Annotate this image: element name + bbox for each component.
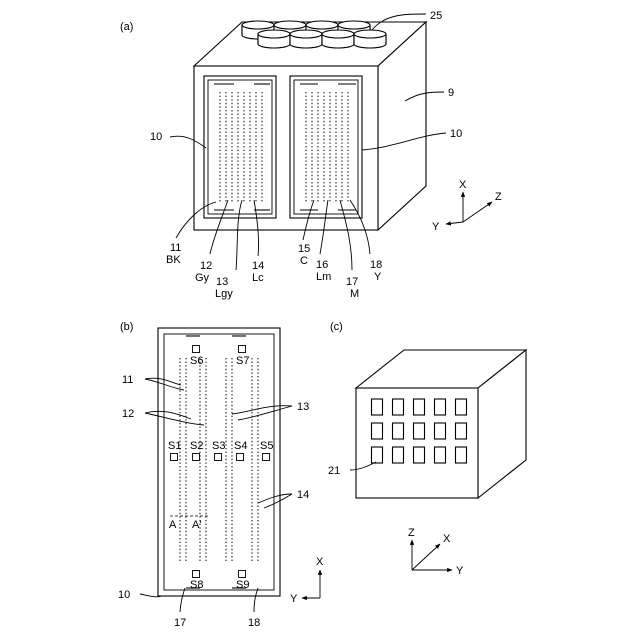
grid-cell-r2-c3	[414, 423, 425, 439]
panel-b: (b) S6S7S1S2S3S4S5S8S9 A A' 11 12 13 14 …	[118, 321, 324, 629]
axes-c: Z Y X	[408, 527, 464, 577]
ref-18: 18	[370, 259, 382, 271]
label-m: M	[350, 288, 359, 300]
ref-10-left: 10	[150, 131, 162, 143]
ref-12: 12	[200, 260, 212, 272]
grid-cell-r3-c4	[435, 447, 446, 463]
label-lm: Lm	[316, 271, 331, 283]
sensor-s9-label: S9	[236, 579, 249, 591]
panel-a: (a) 25	[120, 10, 502, 300]
label-a: A	[169, 519, 177, 531]
label-lc: Lc	[252, 272, 264, 284]
label-c: C	[300, 255, 308, 267]
sensor-s4: S4	[234, 440, 247, 461]
sensor-s5: S5	[260, 440, 273, 461]
sensor-s9-box	[239, 571, 246, 578]
sensor-s1-label: S1	[168, 440, 181, 452]
ref-21: 21	[328, 465, 340, 477]
grid-cell-r2-c2	[393, 423, 404, 439]
ink-tank-front-3	[322, 30, 354, 48]
sensor-s3-label: S3	[212, 440, 225, 452]
grid-cell-r1-c2	[393, 399, 404, 415]
sensor-s6-box	[193, 346, 200, 353]
ink-tank-front-1	[258, 30, 290, 48]
panel-b-label: (b)	[120, 321, 133, 333]
panel-c: (c) 21 Z Y X	[328, 321, 526, 577]
sensor-s1: S1	[168, 440, 181, 461]
sensor-s3-box	[215, 454, 222, 461]
ref-17: 17	[346, 276, 358, 288]
ref-10-b: 10	[118, 589, 130, 601]
sensor-s2: S2	[190, 440, 203, 461]
axis-a-z: Z	[495, 191, 502, 203]
axis-c-y: Y	[456, 565, 464, 577]
ref-13: 13	[216, 276, 228, 288]
sensor-s6: S6	[190, 346, 203, 368]
ink-tank-front-4	[354, 30, 386, 48]
axis-b-y: Y	[290, 593, 298, 605]
label-lgy: Lgy	[215, 288, 233, 300]
axis-a-y: Y	[432, 221, 440, 233]
ref-13-b: 13	[297, 401, 309, 413]
ref-15: 15	[298, 243, 310, 255]
panel-a-label: (a)	[120, 21, 133, 33]
ref-9: 9	[448, 87, 454, 99]
label-gy: Gy	[195, 272, 210, 284]
cartridge-box	[194, 22, 426, 230]
sensor-s7-box	[239, 346, 246, 353]
ref-25: 25	[430, 10, 442, 22]
label-bk: BK	[166, 254, 181, 266]
ink-tank-front-2	[290, 30, 322, 48]
ref-18-b: 18	[248, 617, 260, 629]
sensor-s8-box	[193, 571, 200, 578]
sensor-s7: S7	[236, 346, 249, 368]
sensor-s8: S8	[190, 571, 203, 592]
ref-14: 14	[252, 260, 264, 272]
ink-tank-cylinders	[242, 21, 386, 48]
ref-16: 16	[316, 259, 328, 271]
sensor-s8-label: S8	[190, 579, 203, 591]
sensor-s9: S9	[236, 571, 249, 592]
grid-cell-r3-c5	[456, 447, 467, 463]
axes-a: X Y Z	[432, 179, 502, 233]
grid-cell-r1-c3	[414, 399, 425, 415]
sensor-s2-label: S2	[190, 440, 203, 452]
axis-b-x: X	[316, 556, 324, 568]
grid-cell-r3-c3	[414, 447, 425, 463]
axis-c-x: X	[443, 533, 451, 545]
sensor-s3: S3	[212, 440, 225, 461]
grid-cell-r2-c5	[456, 423, 467, 439]
label-y: Y	[374, 271, 382, 283]
sensor-s2-box	[193, 454, 200, 461]
panel-c-label: (c)	[330, 321, 343, 333]
sensor-s4-box	[237, 454, 244, 461]
ref-10-right: 10	[450, 128, 462, 140]
ref-11-b: 11	[122, 374, 133, 386]
ref-17-b: 17	[174, 617, 186, 629]
grid-cell-r1-c1	[372, 399, 383, 415]
axes-b: X Y	[290, 556, 324, 605]
temperature-sensors: S6 S7S1 S2 S3 S4 S5S8 S9	[168, 346, 273, 592]
sensor-s5-label: S5	[260, 440, 273, 452]
axis-a-x: X	[459, 179, 467, 191]
grid-cell-r2-c1	[372, 423, 383, 439]
grid-cell-r1-c5	[456, 399, 467, 415]
grid-cell-r2-c4	[435, 423, 446, 439]
grid-cell-r3-c2	[393, 447, 404, 463]
grid-cell-r1-c4	[435, 399, 446, 415]
label-a-prime: A'	[192, 519, 201, 531]
grid-cell-r3-c1	[372, 447, 383, 463]
axis-c-z: Z	[408, 527, 415, 539]
sensor-s6-label: S6	[190, 355, 203, 367]
box-front-face	[194, 66, 378, 230]
sensor-s1-box	[171, 454, 178, 461]
ref-12-b: 12	[122, 408, 134, 420]
sensor-s5-box	[263, 454, 270, 461]
sensor-s4-label: S4	[234, 440, 247, 452]
sensor-s7-label: S7	[236, 355, 249, 367]
ref-11: 11	[170, 242, 181, 254]
head-outer-frame	[158, 328, 280, 596]
ref-14-b: 14	[297, 489, 309, 501]
